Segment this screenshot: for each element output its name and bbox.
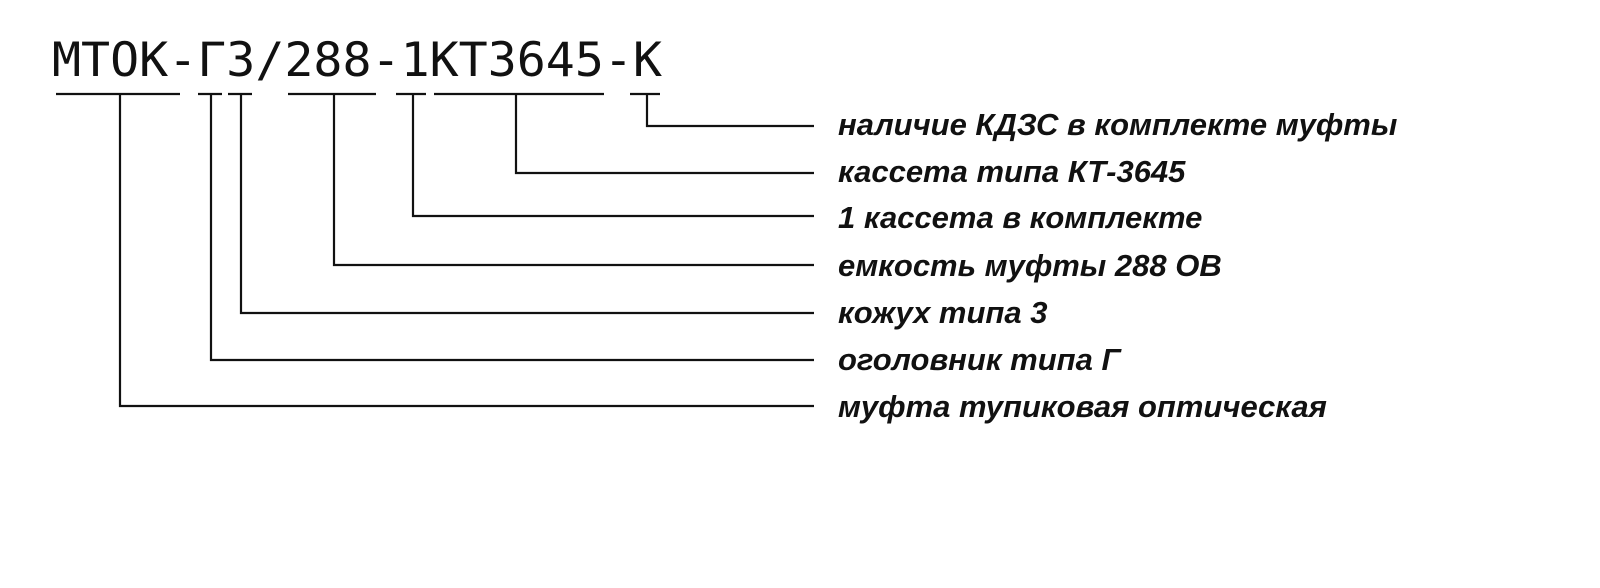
leader-line-casing bbox=[239, 94, 814, 315]
leader-line-cassette-count bbox=[411, 94, 814, 218]
legend: наличие КДЗС в комплекте муфты кассета т… bbox=[838, 107, 1397, 424]
product-code: МТОК-Г3/288-1КТ3645-К bbox=[52, 33, 663, 88]
legend-label-cassette-count: 1 кассета в комплекте bbox=[838, 200, 1202, 235]
leader-lines bbox=[118, 94, 814, 408]
legend-label-kdzs: наличие КДЗС в комплекте муфты bbox=[838, 107, 1397, 142]
legend-label-closure: муфта тупиковая оптическая bbox=[838, 389, 1327, 424]
leader-line-cassette-type bbox=[514, 94, 814, 175]
legend-label-capacity: емкость муфты 288 ОВ bbox=[838, 248, 1222, 283]
legend-label-head: оголовник типа Г bbox=[838, 342, 1122, 377]
leader-line-head bbox=[209, 94, 814, 362]
legend-label-casing: кожух типа 3 bbox=[838, 295, 1047, 330]
leader-line-capacity bbox=[332, 94, 814, 267]
leader-line-closure bbox=[118, 94, 814, 408]
leader-line-kdzs bbox=[645, 94, 814, 128]
legend-label-cassette-type: кассета типа КТ-3645 bbox=[838, 154, 1186, 189]
